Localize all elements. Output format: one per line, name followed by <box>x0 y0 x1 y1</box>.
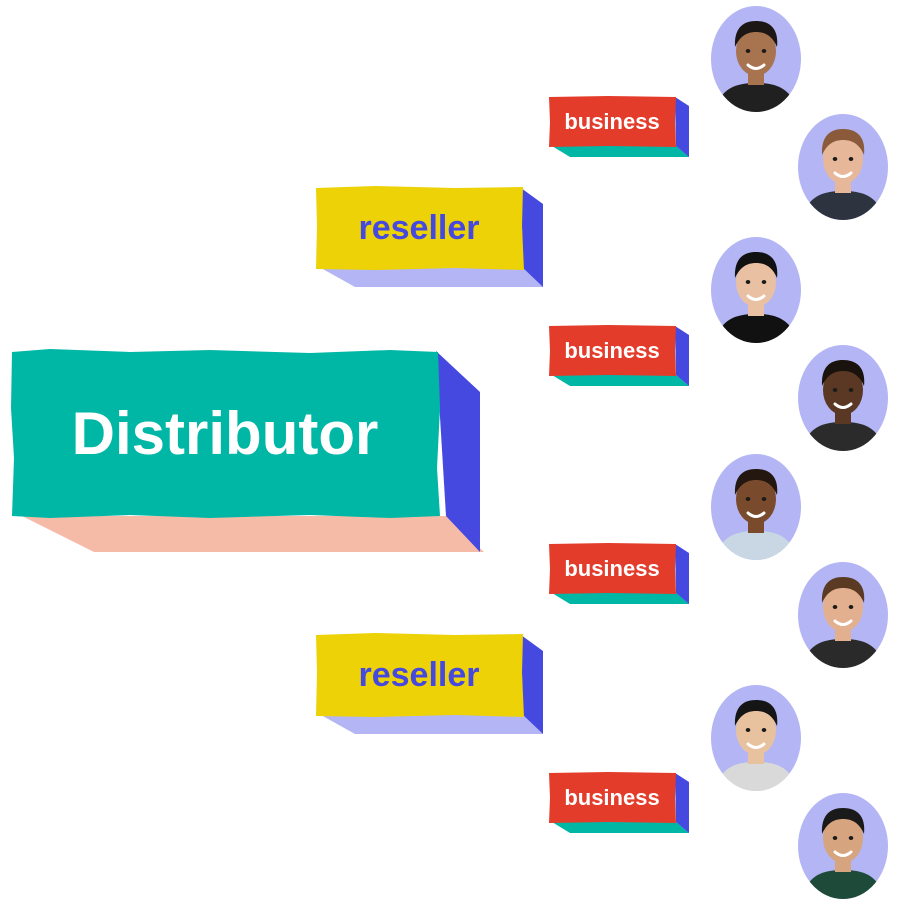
business-block-shape <box>549 543 689 604</box>
business-label: business <box>564 784 660 810</box>
person-photo <box>711 6 801 112</box>
person-photo-icon <box>797 344 889 452</box>
business-label: business <box>564 337 660 363</box>
business-block-shape <box>549 325 689 386</box>
person-photo <box>711 454 801 560</box>
business-block: business <box>548 543 692 607</box>
business-block: business <box>548 772 692 836</box>
person-photo-icon <box>710 236 802 344</box>
person-photo-icon <box>797 792 889 900</box>
business-block: business <box>548 96 692 160</box>
reseller-block: reseller <box>315 186 547 290</box>
person-photo-icon <box>797 113 889 221</box>
reseller-block-shape <box>316 633 543 734</box>
reseller-label: reseller <box>358 655 480 694</box>
person-photo-icon <box>797 561 889 669</box>
business-block-shape <box>549 96 689 157</box>
distributor-block-shape <box>11 349 484 552</box>
person-photo-icon <box>710 5 802 113</box>
business-block-shape <box>549 772 689 833</box>
distributor-label: Distributor <box>71 399 379 467</box>
distributor-block: Distributor <box>10 348 484 554</box>
person-photo <box>711 237 801 343</box>
business-label: business <box>564 555 660 581</box>
reseller-block-shape <box>316 186 543 287</box>
reseller-label: reseller <box>358 208 480 247</box>
person-photo-icon <box>710 684 802 792</box>
person-photo <box>711 685 801 791</box>
business-label: business <box>564 108 660 134</box>
person-photo <box>798 562 888 668</box>
person-photo <box>798 345 888 451</box>
reseller-block: reseller <box>315 633 547 737</box>
person-photo-icon <box>710 453 802 561</box>
person-photo <box>798 114 888 220</box>
business-block: business <box>548 325 692 389</box>
person-photo <box>798 793 888 899</box>
